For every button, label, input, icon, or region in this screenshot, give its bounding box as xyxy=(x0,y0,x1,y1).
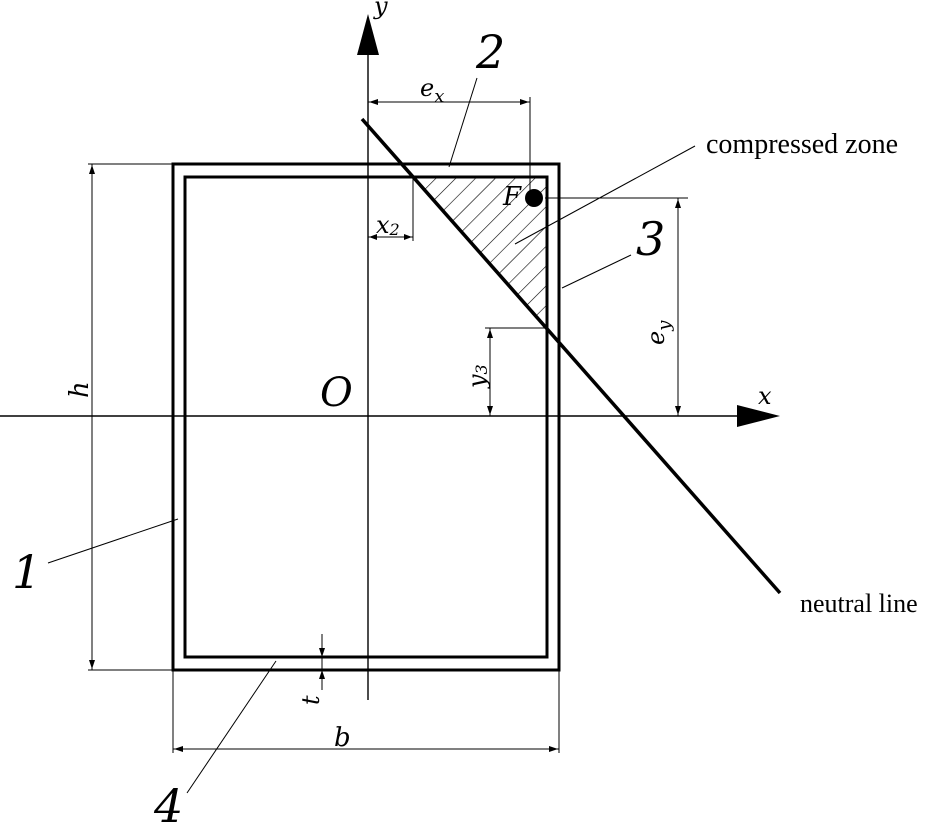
x2-arrow-left xyxy=(369,234,377,240)
leader-part-1 xyxy=(47,518,179,564)
x-axis-label: x xyxy=(758,382,772,410)
leader-compressed-zone xyxy=(514,145,696,245)
neutral-line-label: neutral line xyxy=(800,589,918,618)
b-arrow-left xyxy=(174,746,183,752)
b-arrow-right xyxy=(549,746,558,752)
y3-arrow-bottom xyxy=(487,406,493,415)
ex-arrow-left xyxy=(369,99,378,105)
y3-label: y3 xyxy=(463,364,491,389)
ex-label: ex xyxy=(420,74,444,107)
leader-part-2 xyxy=(448,77,478,168)
ey-arrow-bottom xyxy=(675,406,681,415)
outer-wall xyxy=(171,162,561,672)
y-axis-arrow xyxy=(357,14,379,55)
t-arrow-top xyxy=(319,648,325,657)
part-label-4: 4 xyxy=(153,779,183,825)
part-label-2: 2 xyxy=(475,25,505,79)
b-label: b xyxy=(334,723,351,753)
y-axis-label: y xyxy=(373,0,388,20)
ey-arrow-top xyxy=(675,199,681,208)
h-arrow-top xyxy=(89,165,95,174)
leader-part-3 xyxy=(561,254,632,289)
ex-arrow-right xyxy=(520,99,529,105)
y3-arrow-top xyxy=(487,329,493,338)
force-label: F xyxy=(502,182,522,212)
origin-label: O xyxy=(320,370,353,416)
part-label-3: 3 xyxy=(636,212,665,266)
neutral-line xyxy=(360,117,782,595)
leader-part-4 xyxy=(186,660,277,794)
h-arrow-bottom xyxy=(89,660,95,669)
x2-label: x2 xyxy=(376,211,400,239)
x2-arrow-right xyxy=(404,234,412,240)
t-label: t xyxy=(297,695,325,705)
h-label: h xyxy=(65,381,95,398)
inner-wall xyxy=(183,175,549,659)
t-arrow-bottom xyxy=(319,670,325,679)
force-point xyxy=(525,189,543,207)
x-axis-arrow xyxy=(737,405,780,427)
ey-label: ey xyxy=(642,320,675,345)
compressed-zone-label: compressed zone xyxy=(706,129,898,160)
part-label-1: 1 xyxy=(12,545,41,599)
